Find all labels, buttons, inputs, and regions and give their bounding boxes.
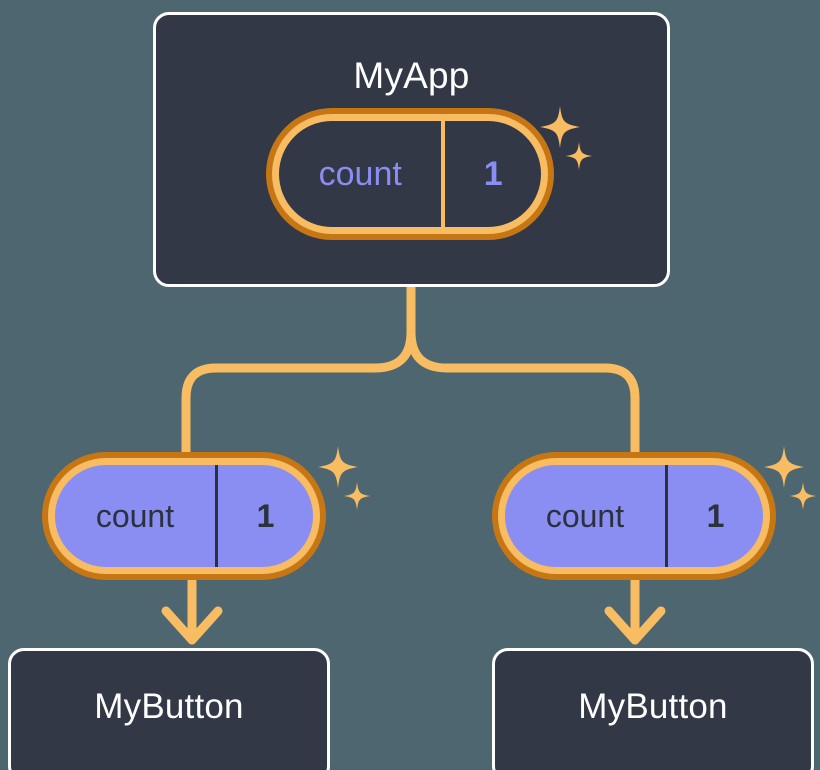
state-key: count (545, 497, 625, 534)
node-mybutton-right[interactable]: MyButton (492, 648, 814, 770)
state-pill-body: count 1 (505, 465, 763, 567)
arrow-left-head (161, 606, 223, 645)
state-pill-body: count 1 (279, 121, 541, 227)
state-pill-child-left[interactable]: count 1 (42, 452, 326, 580)
state-value: 1 (214, 465, 313, 567)
wire-branch-right (406, 327, 640, 457)
state-key: count (95, 497, 175, 534)
state-pill-myapp[interactable]: count 1 (266, 108, 554, 240)
node-label: MyButton (94, 687, 244, 726)
state-pill-child-right[interactable]: count 1 (492, 452, 776, 580)
page-title: MyApp (353, 55, 470, 96)
state-key: count (318, 154, 402, 193)
state-pill-body: count 1 (55, 465, 313, 567)
node-mybutton-left[interactable]: MyButton (8, 648, 330, 770)
state-pill-ring: count 1 (272, 114, 548, 234)
node-label: MyButton (578, 687, 728, 726)
state-pill-ring: count 1 (498, 458, 770, 574)
state-value: 1 (664, 465, 763, 567)
state-value: 1 (441, 121, 541, 227)
wire-branch-left (181, 327, 416, 457)
state-pill-ring: count 1 (48, 458, 320, 574)
arrow-right-head (604, 606, 666, 645)
